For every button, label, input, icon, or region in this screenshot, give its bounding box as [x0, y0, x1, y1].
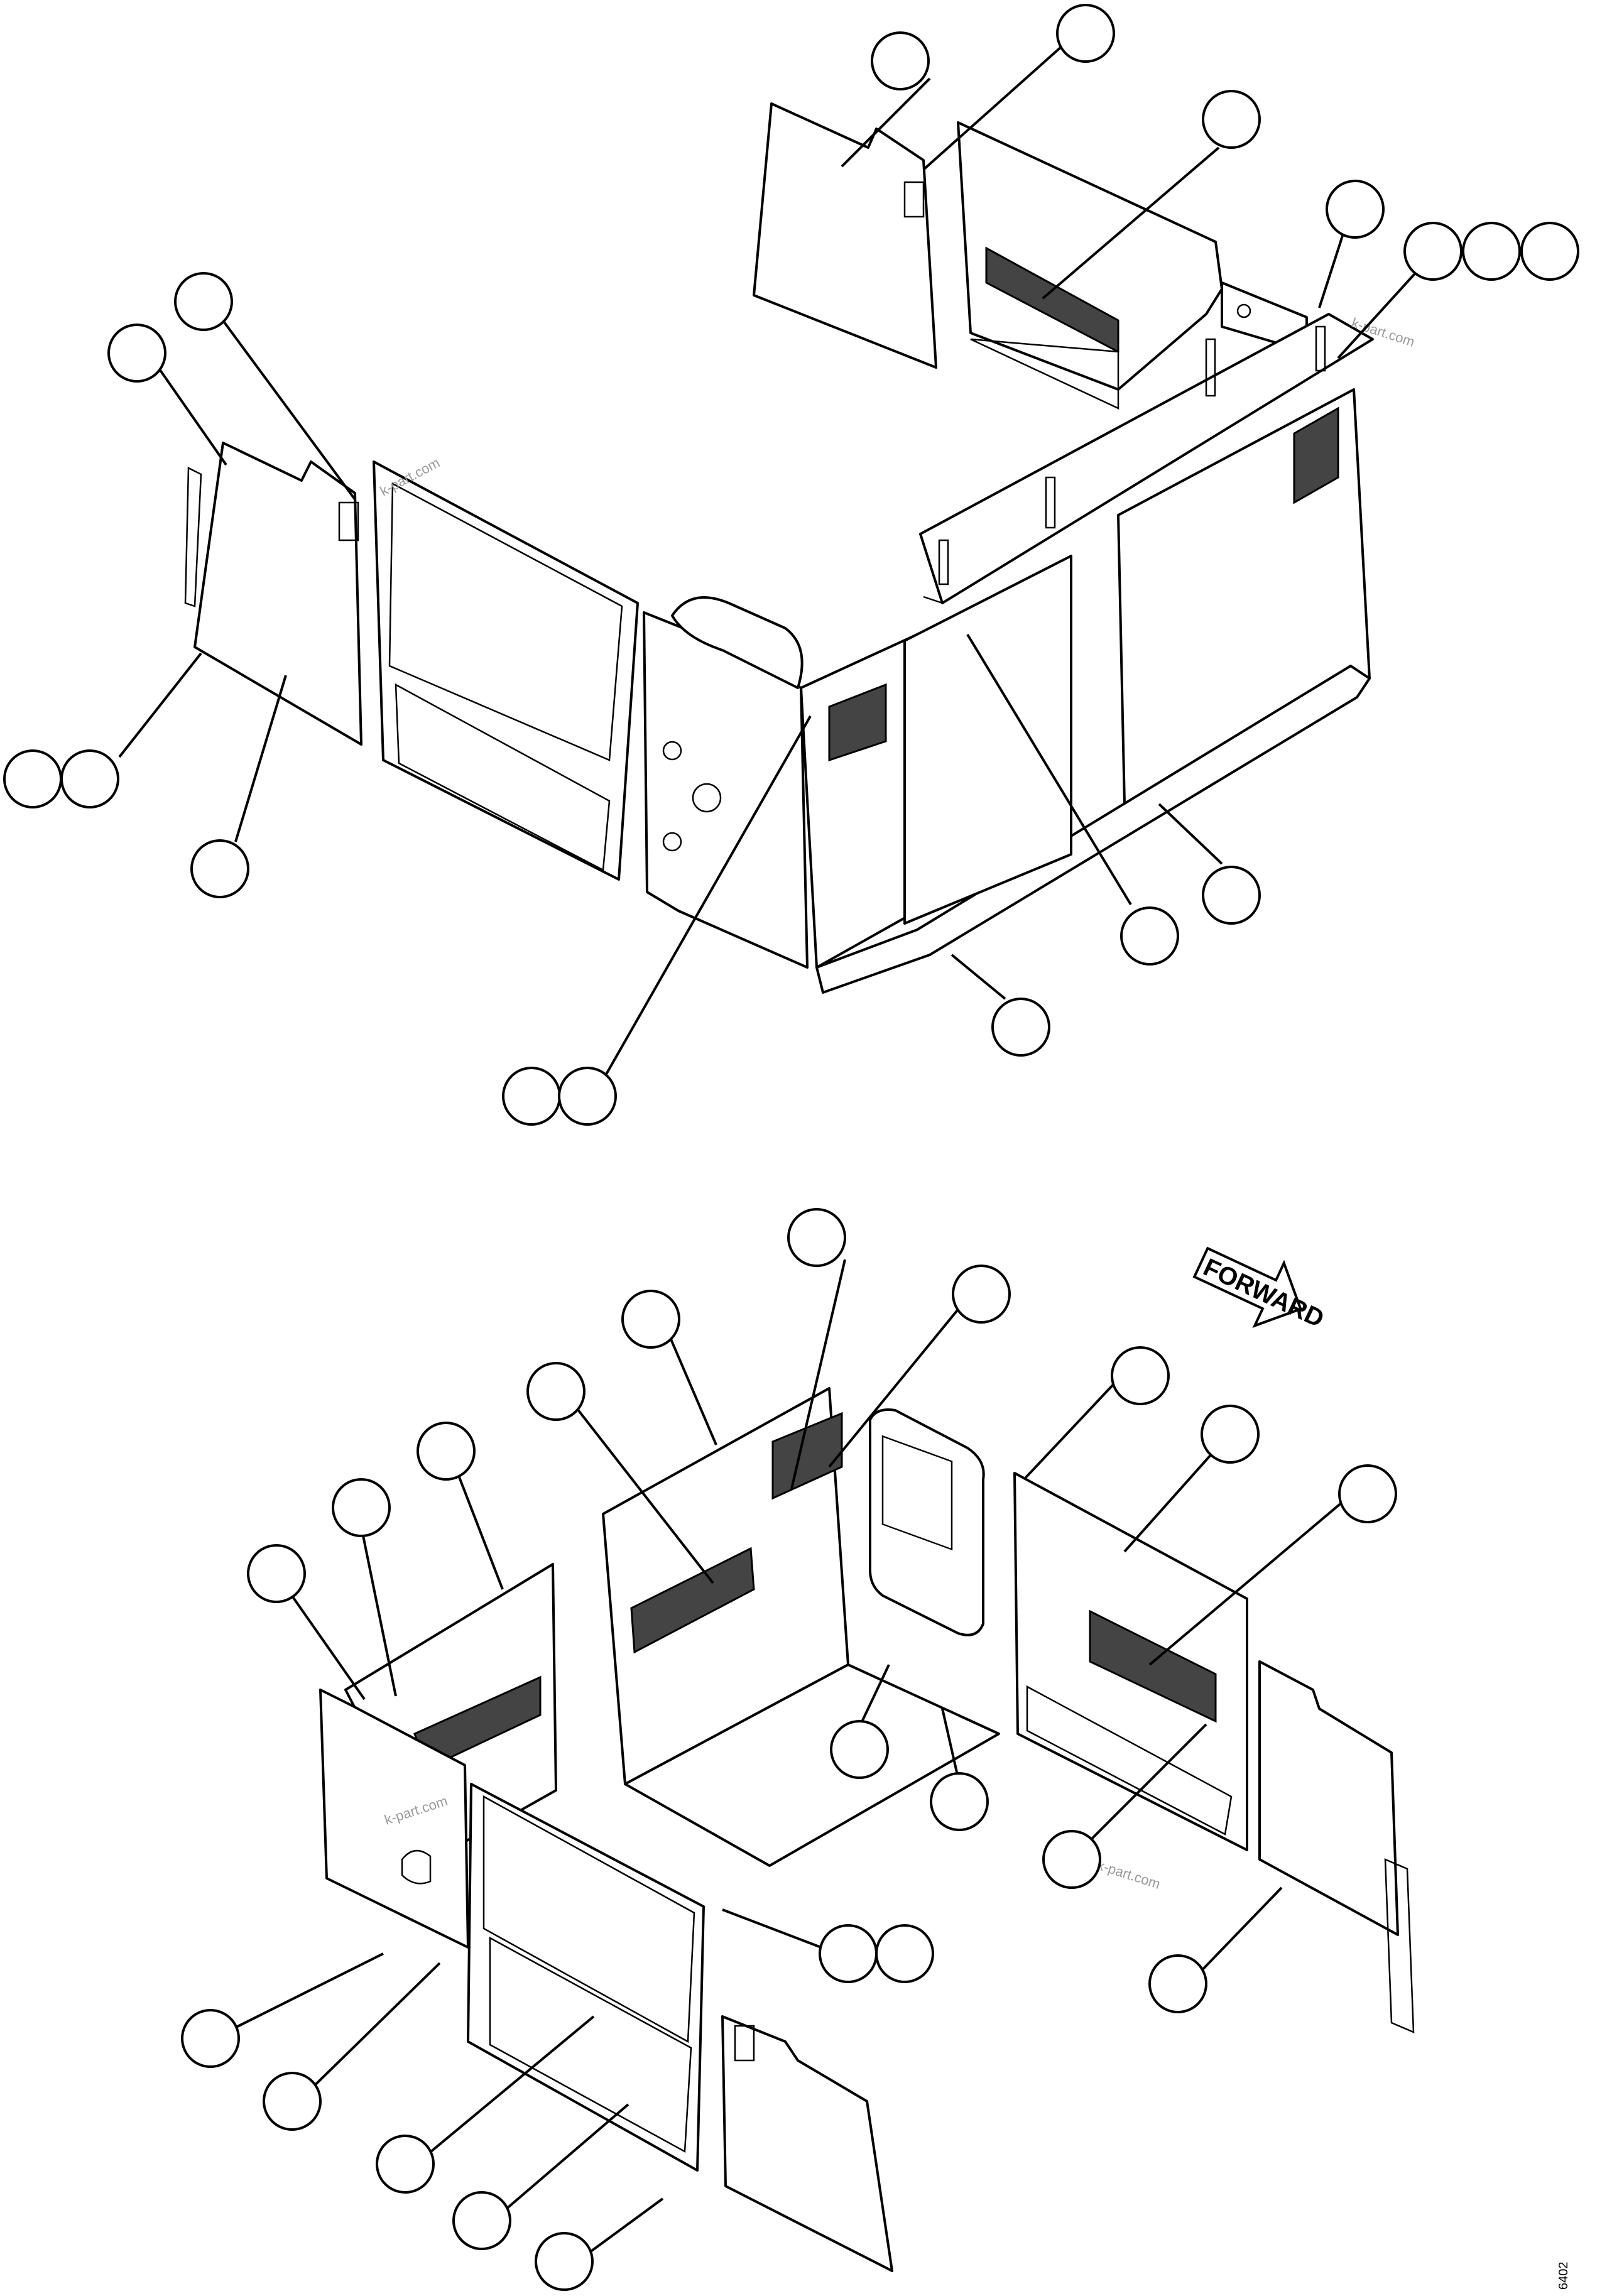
callout-bubble[interactable]	[1201, 1405, 1260, 1464]
lower-door-lower-recess	[489, 1936, 692, 2153]
callout-bubble[interactable]	[107, 324, 166, 383]
callout-bubble[interactable]	[787, 1208, 846, 1267]
callout-bubble[interactable]	[60, 749, 119, 808]
callout-bubble[interactable]	[558, 1067, 617, 1126]
upper-door-lower-recess	[395, 683, 611, 871]
upper-left-door	[373, 460, 639, 881]
callout-bubble[interactable]	[1403, 222, 1463, 281]
callout-bubble[interactable]	[1338, 1464, 1397, 1523]
callout-bubble[interactable]	[502, 1067, 561, 1126]
callout-bubble[interactable]	[535, 2232, 594, 2291]
callout-bubble[interactable]	[1120, 906, 1179, 966]
lower-door-window	[482, 1795, 695, 2043]
callout-bubble[interactable]	[1202, 90, 1261, 149]
upper-far-left-panel	[193, 442, 362, 746]
upper-door-window	[388, 482, 623, 761]
callout-bubble[interactable]	[1326, 180, 1385, 239]
lower-assembly	[319, 1387, 1415, 2272]
callout-bubbles	[3, 4, 1579, 2291]
forward-arrow: FORWARD	[1192, 1246, 1328, 1333]
callout-bubble[interactable]	[174, 272, 233, 331]
callout-bubble[interactable]	[1462, 222, 1521, 281]
center-louver	[828, 683, 887, 762]
callout-bubble[interactable]	[1111, 1346, 1170, 1405]
callout-bubble[interactable]	[417, 1422, 476, 1481]
watermark: k-part.com	[1095, 1857, 1162, 1892]
callout-bubble[interactable]	[247, 1544, 306, 1603]
callout-bubble[interactable]	[181, 2009, 240, 2068]
lower-right-grille	[1089, 1609, 1217, 1723]
upper-armrest	[671, 596, 803, 689]
callout-bubble[interactable]	[3, 749, 62, 808]
callout-bubble[interactable]	[1042, 1830, 1101, 1889]
callout-bubble[interactable]	[1148, 1954, 1207, 2013]
callout-bubble[interactable]	[952, 1265, 1011, 1324]
upper-assembly	[184, 102, 1374, 994]
callout-bubble[interactable]	[376, 2135, 435, 2194]
lower-floor-plate	[624, 1663, 1000, 1867]
lower-far-left-panel	[721, 2015, 893, 2272]
lower-monitor-console	[869, 1408, 985, 1636]
callout-bubble[interactable]	[452, 2191, 511, 2250]
callout-bubble[interactable]	[930, 1772, 989, 1831]
callout-bubble[interactable]	[875, 1924, 934, 1983]
upper-rear-left-panel	[753, 102, 937, 369]
callout-bubble[interactable]	[871, 31, 930, 90]
upper-center-side-panel	[800, 633, 918, 969]
right-side-louver	[1293, 406, 1339, 504]
callout-bubble[interactable]	[1202, 866, 1261, 925]
upper-center-front-panel	[903, 555, 1072, 925]
lower-far-right-panel	[1258, 1660, 1399, 1936]
lower-left-side-panel	[319, 1689, 469, 1949]
latch-plate	[903, 181, 925, 218]
callout-bubble[interactable]	[621, 1290, 680, 1349]
callout-bubble[interactable]	[526, 1362, 586, 1421]
lower-right-recess	[1026, 1685, 1233, 1836]
callout-bubble[interactable]	[830, 1720, 889, 1779]
callout-bubble[interactable]	[263, 2072, 322, 2131]
upper-top-rail	[919, 313, 1374, 604]
callout-bubble[interactable]	[819, 1924, 878, 1983]
callout-bubble[interactable]	[1520, 222, 1579, 281]
page-code: 6402	[1557, 2262, 1571, 2290]
callout-leaders	[118, 40, 1434, 2269]
lower-side-cup	[401, 1850, 432, 1885]
lower-door	[467, 1783, 705, 2172]
callout-bubble[interactable]	[991, 998, 1050, 1057]
callout-bubble[interactable]	[332, 1478, 391, 1537]
callout-bubble[interactable]	[1056, 4, 1115, 63]
rear-panel-recess	[970, 338, 1119, 410]
callout-bubble[interactable]	[190, 839, 249, 898]
lower-center-grille	[630, 1547, 755, 1654]
upper-rear-center-panel	[957, 121, 1223, 391]
lower-center-louver	[771, 1412, 843, 1500]
